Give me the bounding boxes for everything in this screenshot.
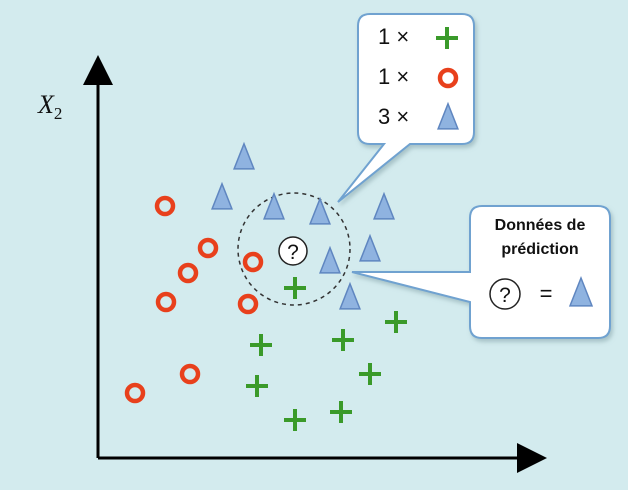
triangle-point [372,191,396,220]
legend-triangle-icon [436,101,460,130]
circle-point [237,293,259,315]
y-axis-label-sub: 2 [53,104,63,124]
prediction-query-symbol: ? [499,284,511,307]
prediction-query-point: ? [489,278,521,310]
prediction-title-line1: Données de [494,217,586,234]
triangle-point [262,191,286,220]
circle-point [155,291,177,313]
prediction-title: Données de prédiction [470,214,610,262]
circle-point [242,251,264,273]
circle-point [154,195,176,217]
prediction-title-line2: prédiction [501,241,579,258]
prediction-callout [351,205,611,339]
plus-point [284,409,306,431]
circle-point [179,363,201,385]
y-axis-label-base: X [38,90,54,119]
plus-point [359,363,381,385]
triangle-point [232,141,256,170]
circle-point [177,262,199,284]
legend-callout [337,13,475,203]
legend-count-triangle: 3 × [378,104,410,129]
y-axis-label: X2 [38,90,62,124]
plus-point [330,401,352,423]
circle-point [197,237,219,259]
legend-plus-icon [436,27,458,49]
legend-row-plus: 1 × [378,22,422,52]
triangle-point [318,245,342,274]
prediction-triangle-icon [568,275,594,307]
plus-point [385,311,407,333]
triangle-point [210,181,234,210]
plus-point [284,277,306,299]
legend-row-circle: 1 × [378,62,422,92]
plus-point [250,334,272,356]
neighborhood-circle [237,192,351,306]
triangle-point [358,233,382,262]
circle-point [124,382,146,404]
query-point: ? [278,236,308,266]
triangle-point [338,281,362,310]
legend-count-circle: 1 × [378,64,410,89]
triangle-point [308,196,332,225]
plus-point [246,375,268,397]
legend-circle-icon [437,67,459,89]
plus-point [332,329,354,351]
prediction-equals: = [540,281,553,306]
query-symbol: ? [287,241,299,264]
legend-count-plus: 1 × [378,24,410,49]
legend-row-triangle: 3 × [378,102,422,132]
